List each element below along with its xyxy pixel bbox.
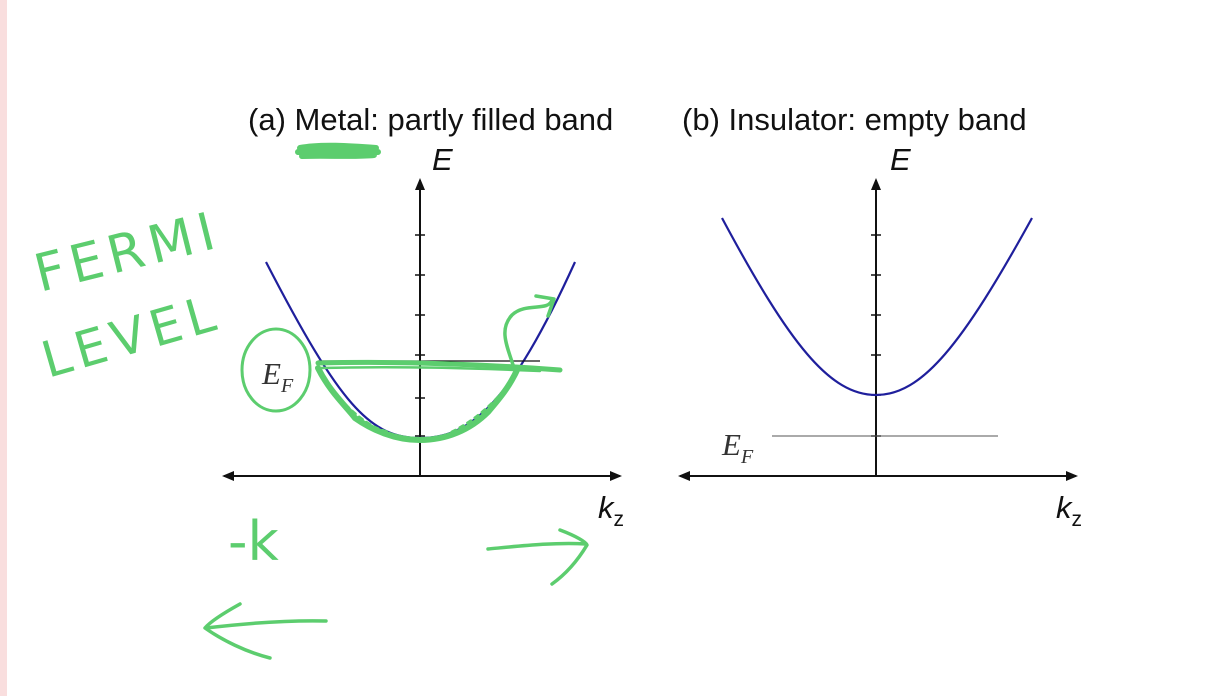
panel-a-fermi-label: EF bbox=[261, 356, 294, 397]
handwritten-annotations bbox=[203, 142, 589, 660]
panel-b-x-label: kz bbox=[1056, 490, 1082, 531]
panel-b: (b) Insulator: empty band E kz EF bbox=[678, 102, 1082, 531]
filled-states-scribble bbox=[315, 365, 521, 443]
minus-k-note: -k bbox=[228, 510, 279, 573]
left-edge-strip bbox=[0, 0, 7, 696]
panel-b-band-curve bbox=[721, 217, 1033, 397]
panel-a-y-label: E bbox=[432, 142, 453, 177]
fermi-highlight-line bbox=[315, 359, 563, 373]
panel-b-title: (b) Insulator: empty band bbox=[682, 102, 1027, 137]
panel-a-x-label: kz bbox=[598, 490, 624, 531]
title-highlight-scribble bbox=[295, 142, 381, 159]
excitation-arrowhead-icon bbox=[534, 294, 556, 318]
filled-states-dots bbox=[320, 376, 514, 434]
panel-a-title: (a) Metal: partly filled band bbox=[248, 102, 613, 137]
right-arrow-icon bbox=[486, 541, 588, 551]
right-arrowhead-icon bbox=[550, 528, 589, 586]
left-arrowhead-icon bbox=[203, 602, 272, 660]
panel-a-ticks bbox=[415, 234, 425, 437]
handwritten-text: FERMI LEVEL -k bbox=[29, 201, 280, 573]
left-arrow-icon bbox=[204, 619, 328, 630]
panel-b-y-label: E bbox=[890, 142, 911, 177]
panel-a: (a) Metal: partly filled band E kz EF bbox=[222, 102, 624, 531]
panel-b-fermi-label: EF bbox=[721, 427, 754, 468]
excitation-arrow-icon bbox=[503, 298, 554, 370]
fermi-circle bbox=[240, 327, 312, 413]
